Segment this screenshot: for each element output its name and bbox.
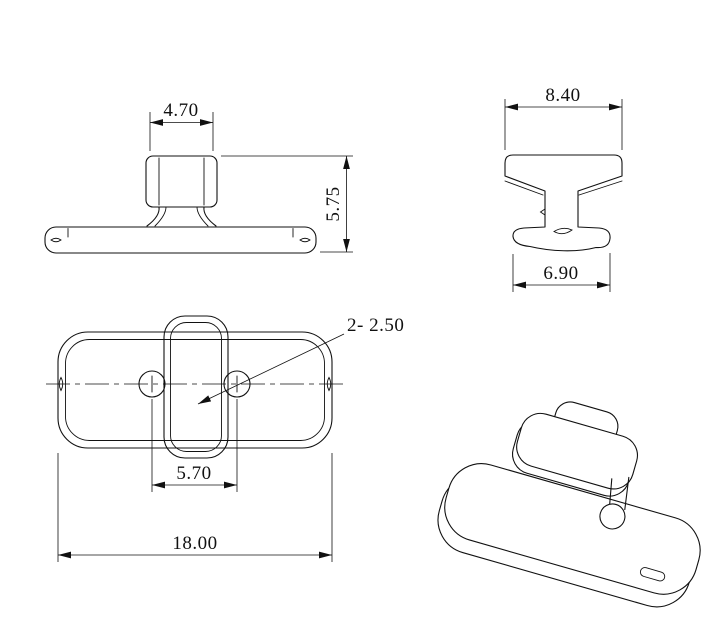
plan-hole-right: [223, 370, 251, 398]
dim-text-front-height: 5.75: [323, 186, 344, 221]
plan-view: 2- 2.50 5.70 18.00: [46, 315, 404, 562]
dim-text-front-width: 4.70: [163, 100, 198, 121]
dim-front-height: 5.75: [221, 155, 353, 253]
dim-overall-length: 18.00: [57, 453, 333, 562]
side-flange-underside-edges: [504, 180, 623, 196]
dim-front-width: 4.70: [149, 100, 214, 151]
front-knob-chamfer-edges: [158, 157, 205, 206]
plan-end-slots: [58, 376, 332, 392]
extension-lines: [149, 112, 214, 151]
iso-boss-top-face: [516, 412, 638, 490]
front-base-end-edges: [67, 228, 294, 238]
front-knob-outline: [145, 155, 218, 208]
dim-text-side-top-width: 8.40: [545, 85, 580, 106]
dim-text-hole-spacing: 5.70: [176, 463, 211, 484]
front-end-slots: [50, 237, 311, 243]
plan-center-boss-inner-edge: [170, 322, 222, 452]
hole-callout: 2- 2.50: [197, 315, 404, 405]
plan-plate-inner-edge: [65, 339, 325, 441]
front-neck-left: [146, 206, 160, 227]
front-base-outline: [44, 226, 317, 254]
side-foot-slot: [553, 227, 573, 235]
dim-side-top-width: 8.40: [504, 85, 623, 150]
plan-center-boss-outline: [163, 315, 229, 459]
side-view: 8.40 6.90: [504, 85, 623, 292]
iso-plate-top-face: [444, 463, 701, 595]
front-neck-right: [203, 206, 217, 227]
extension-lines: [151, 399, 238, 492]
plan-hole-left: [138, 370, 166, 398]
plan-plate-outline: [57, 331, 333, 449]
dim-text-overall-length: 18.00: [172, 533, 217, 554]
hole-center-marks: [151, 375, 238, 393]
isometric-view: [437, 401, 701, 608]
front-view: 4.70 5.75: [44, 100, 353, 254]
dim-text-hole-callout: 2- 2.50: [347, 315, 404, 336]
dim-side-bottom-width: 6.90: [512, 253, 611, 292]
iso-ball-stud: [599, 503, 626, 530]
side-profile-outline: [504, 154, 623, 252]
extension-lines: [57, 453, 333, 562]
iso-end-slot: [639, 567, 666, 582]
front-neck-inner-edges: [154, 206, 209, 227]
side-stem-notch: [539, 208, 546, 216]
dim-hole-spacing: 5.70: [151, 399, 238, 492]
dim-text-side-bottom-width: 6.90: [543, 263, 578, 284]
leader-line: [197, 333, 345, 405]
extension-lines: [221, 155, 353, 253]
